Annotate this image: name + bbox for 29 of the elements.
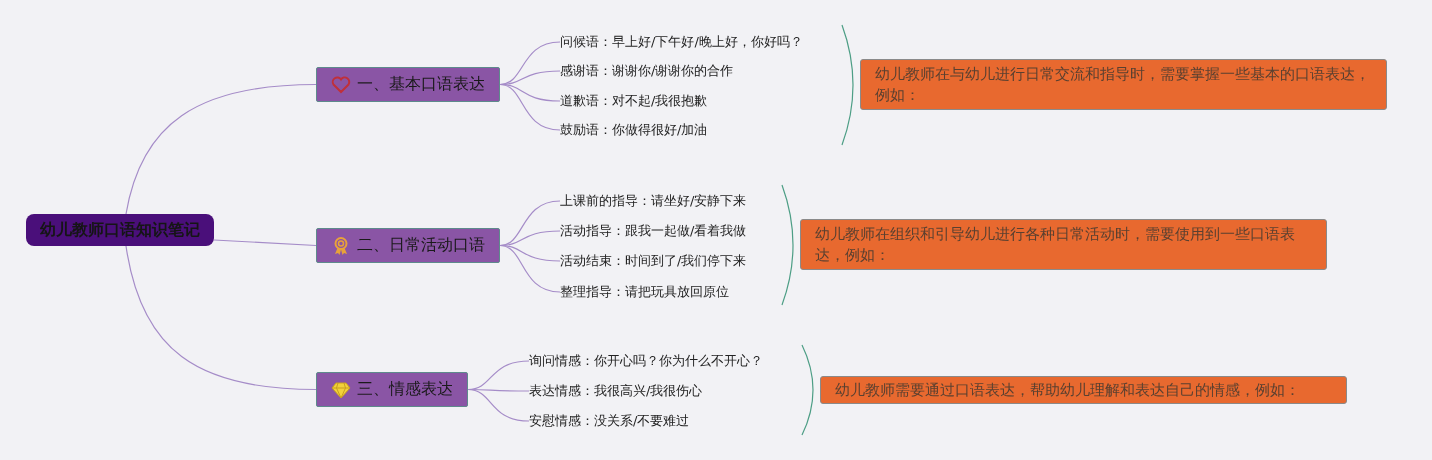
subtopic-text: 问候语：早上好/下午好/晚上好，你好吗？ [560, 32, 840, 52]
summary-box: 幼儿教师在组织和引导幼儿进行各种日常活动时，需要使用到一些口语表达，例如： [800, 219, 1327, 270]
title-box: 幼儿教师口语知识笔记 [26, 214, 214, 246]
subtopic-text: 道歉语：对不起/我很抱歉 [560, 91, 840, 111]
topic-box [316, 228, 500, 263]
branch-line [213, 239, 317, 247]
subtopic-text: 安慰情感：没关系/不要难过 [529, 411, 794, 431]
branch-line [125, 245, 317, 391]
subtopic-text: 询问情感：你开心吗？你为什么不开心？ [529, 351, 794, 371]
subtopic-text: 活动结束：时间到了/我们停下来 [560, 251, 780, 271]
branch-line [499, 41, 561, 86]
summary-box: 幼儿教师在与幼儿进行日常交流和指导时，需要掌握一些基本的口语表达，例如： [860, 59, 1387, 110]
branch-line [499, 83, 561, 131]
branch-line [125, 83, 317, 215]
topic-box [316, 67, 500, 102]
topic-label: 一、基本口语表达 [357, 74, 485, 95]
summary-box: 幼儿教师需要通过口语表达，帮助幼儿理解和表达自己的情感，例如： [820, 376, 1347, 404]
subtopic-text: 鼓励语：你做得很好/加油 [560, 120, 840, 140]
subtopic-text: 上课前的指导：请坐好/安静下来 [560, 191, 780, 211]
branch-line [499, 244, 561, 293]
topic-box [316, 372, 468, 407]
subtopic-text: 表达情感：我很高兴/我很伤心 [529, 381, 794, 401]
branch-line [467, 388, 530, 422]
subtopic-text: 感谢语：谢谢你/谢谢你的合作 [560, 61, 840, 81]
topic-label: 三、情感表达 [357, 379, 453, 400]
topic-label: 二、日常活动口语 [357, 235, 485, 256]
branch-line [499, 200, 561, 247]
subtopic-text: 整理指导：请把玩具放回原位 [560, 282, 780, 302]
subtopic-text: 活动指导：跟我一起做/看着我做 [560, 221, 780, 241]
